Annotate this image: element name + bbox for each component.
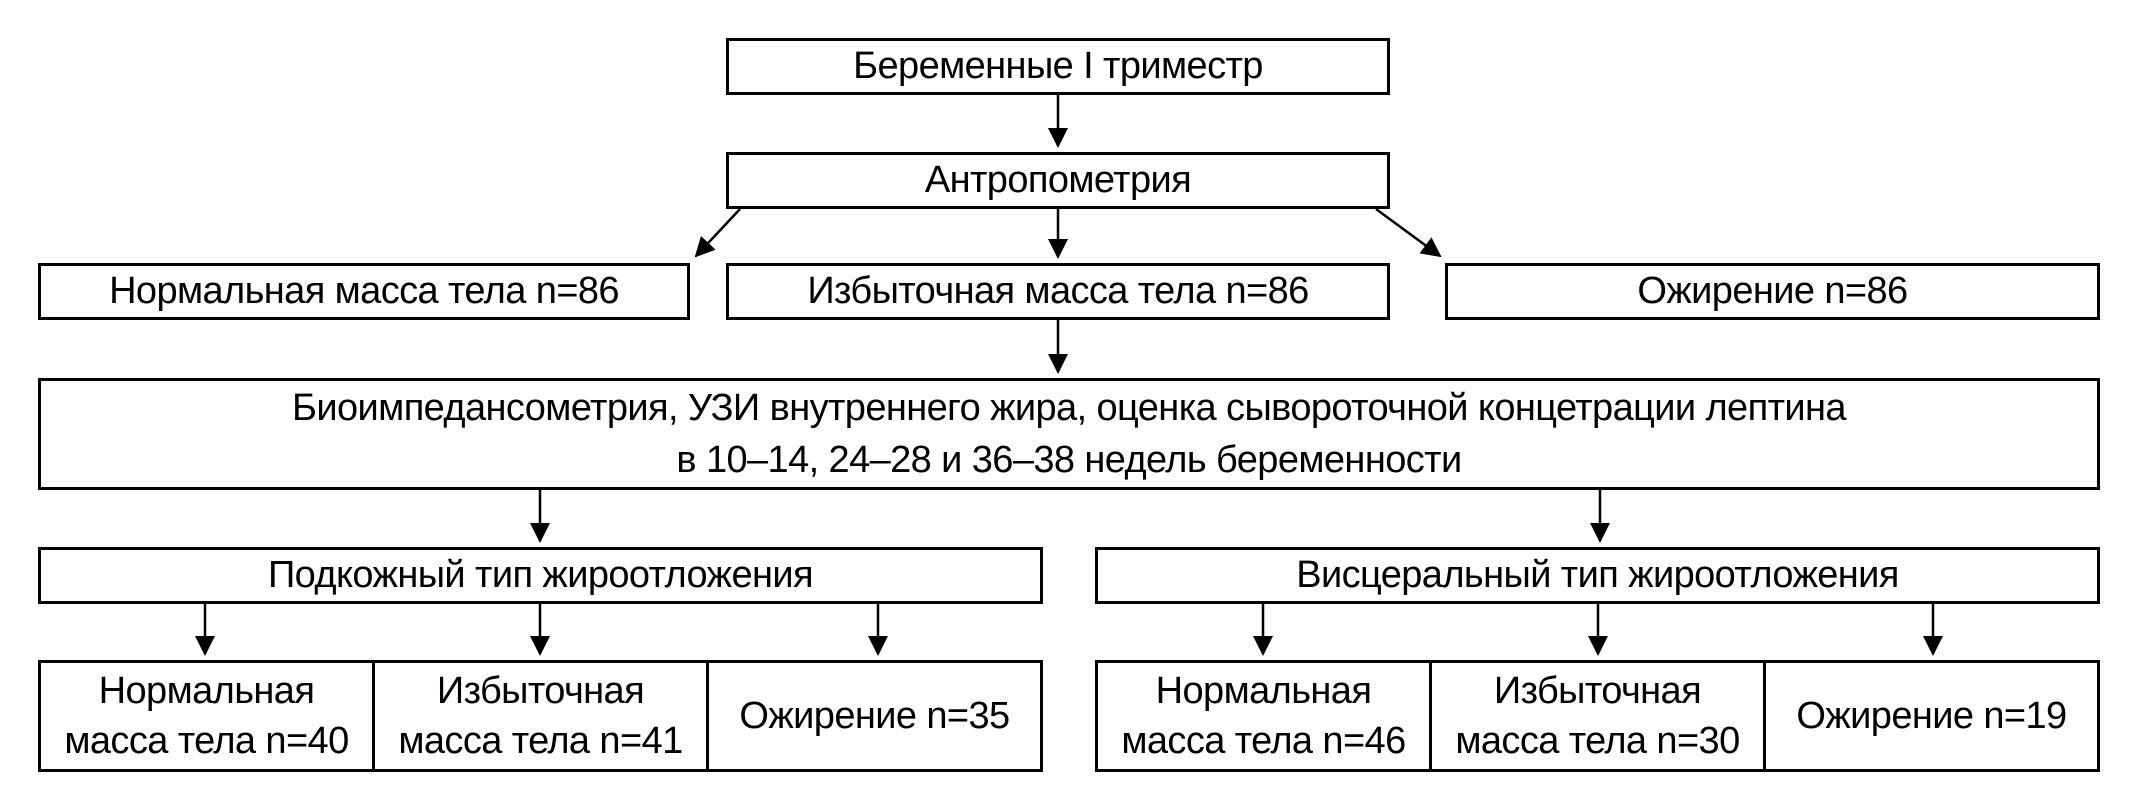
cell-label: Нормальная масса тела n=46 xyxy=(1121,670,1406,762)
node-subcutaneous-fat-type: Подкожный тип жироотложения xyxy=(38,547,1043,604)
node-bmi-normal-weight: Нормальная масса тела n=86 xyxy=(38,263,690,320)
node-label: Антропометрия xyxy=(924,158,1192,201)
cell-subcutaneous-normal: Нормальная масса тела n=40 xyxy=(41,663,375,769)
cell-subcutaneous-obese: Ожирение n=35 xyxy=(709,663,1040,769)
arrow-anthropometry-to-bmi-normal xyxy=(694,208,741,258)
methods-line-2: в 10–14, 24–28 и 36–38 недель беременнос… xyxy=(676,439,1462,481)
cell-label: Избыточная масса тела n=30 xyxy=(1455,670,1740,762)
node-bmi-obesity: Ожирение n=86 xyxy=(1445,263,2100,320)
node-label: Нормальная масса тела n=86 xyxy=(109,269,619,312)
cell-visceral-overweight: Избыточная масса тела n=30 xyxy=(1432,663,1766,769)
methods-line-1: Биоимпедансометрия, УЗИ внутреннего жира… xyxy=(292,387,1846,429)
cell-subcutaneous-overweight: Избыточная масса тела n=41 xyxy=(375,663,709,769)
cell-label: Ожирение n=19 xyxy=(1796,695,2067,737)
cell-label: Ожирение n=35 xyxy=(739,695,1010,737)
node-label: Избыточная масса тела n=86 xyxy=(807,269,1309,312)
cell-label: Избыточная масса тела n=41 xyxy=(398,670,683,762)
arrow-anthropometry-to-bmi-obese xyxy=(1375,207,1442,258)
node-bmi-overweight: Избыточная масса тела n=86 xyxy=(726,263,1390,320)
visceral-subgroup-row: Нормальная масса тела n=46 Избыточная ма… xyxy=(1095,660,2100,772)
node-visceral-fat-type: Висцеральный тип жироотложения xyxy=(1095,547,2100,604)
node-anthropometry: Антропометрия xyxy=(726,152,1390,209)
subcutaneous-subgroup-row: Нормальная масса тела n=40 Избыточная ма… xyxy=(38,660,1043,772)
node-pregnant-first-trimester: Беременные I триместр xyxy=(726,38,1390,95)
node-methods: Биоимпедансометрия, УЗИ внутреннего жира… xyxy=(38,378,2100,490)
node-label: Ожирение n=86 xyxy=(1637,269,1908,312)
node-label: Висцеральный тип жироотложения xyxy=(1296,553,1899,596)
cell-visceral-normal: Нормальная масса тела n=46 xyxy=(1098,663,1432,769)
cell-visceral-obese: Ожирение n=19 xyxy=(1766,663,2097,769)
node-label: Беременные I триместр xyxy=(853,44,1263,87)
node-label: Подкожный тип жироотложения xyxy=(267,553,814,596)
cell-label: Нормальная масса тела n=40 xyxy=(64,670,349,762)
